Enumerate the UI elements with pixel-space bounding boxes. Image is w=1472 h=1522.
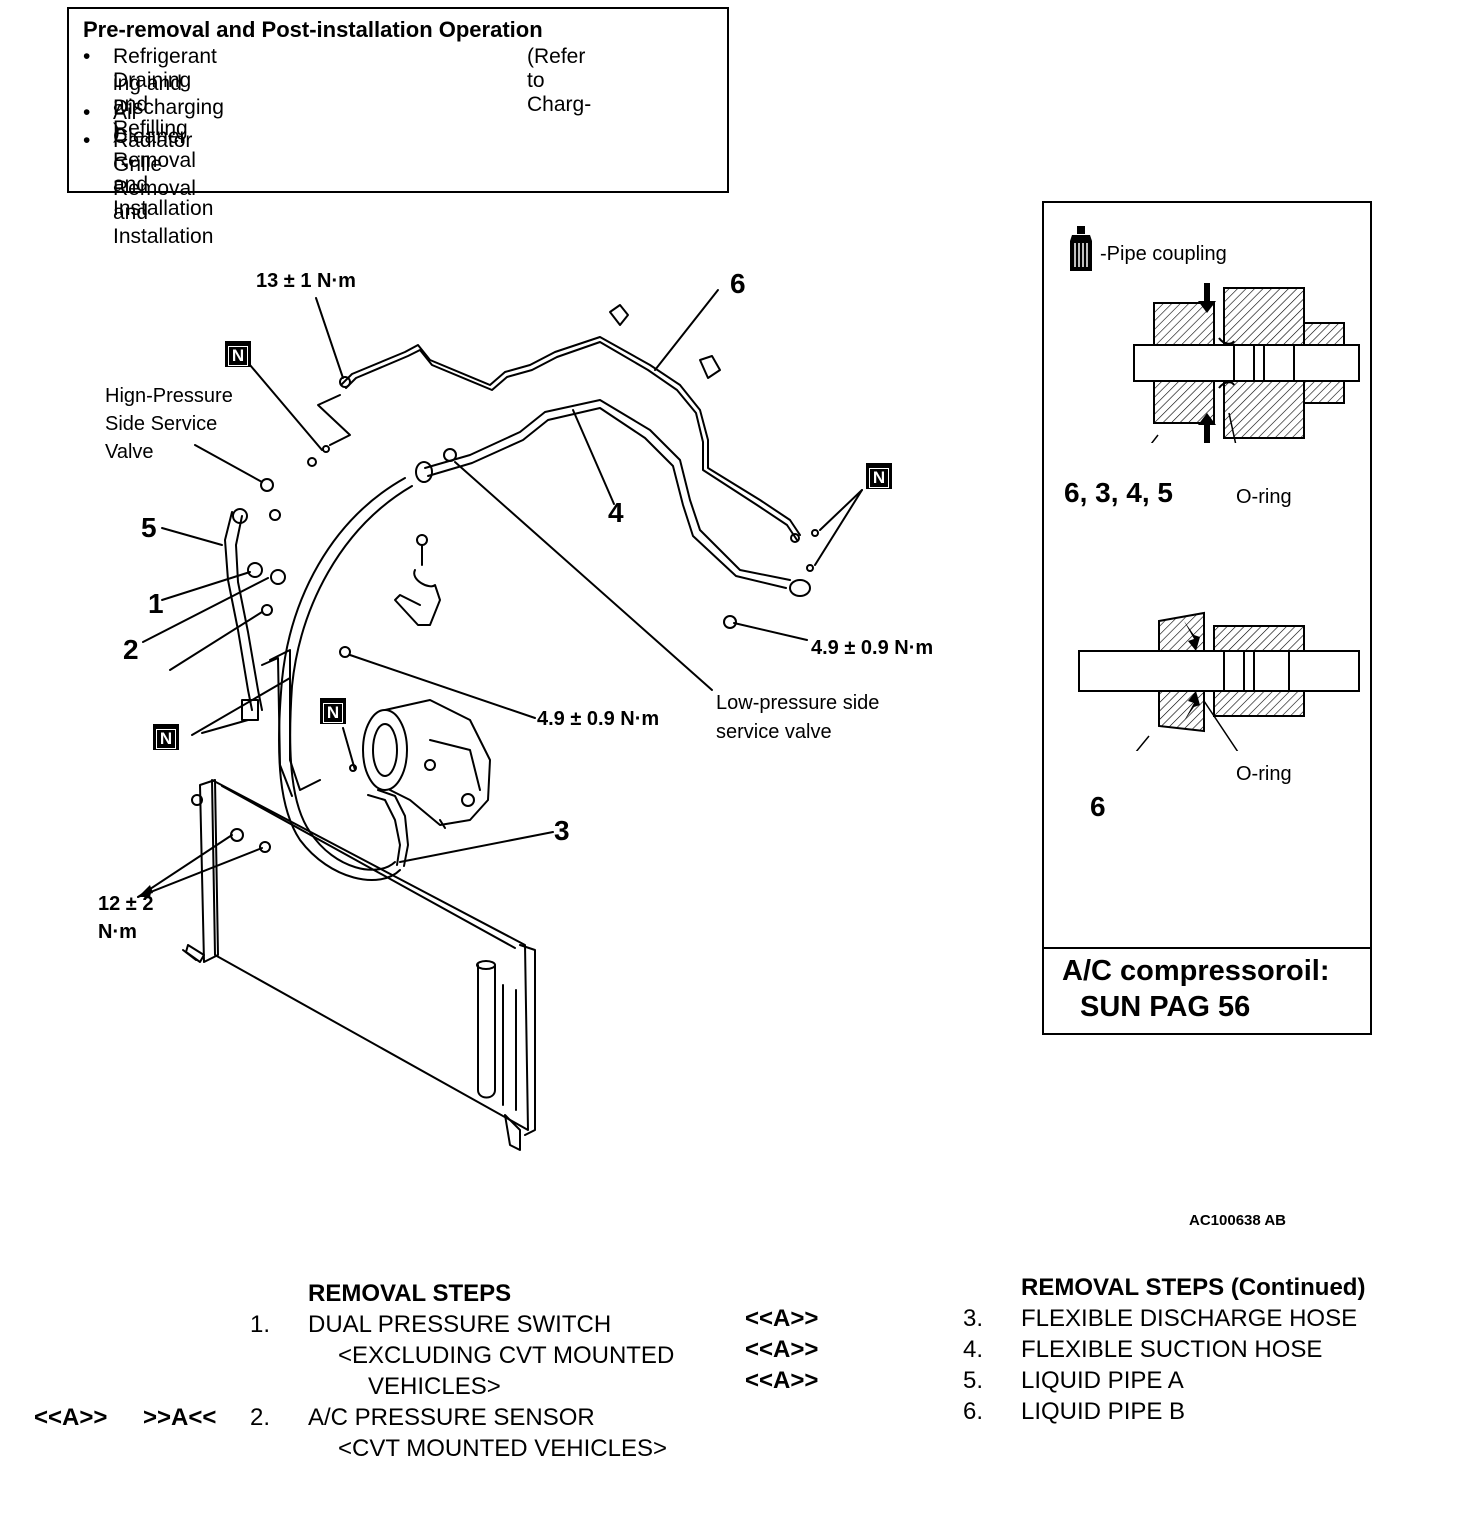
pre-removal-item-text: ing and Discharging )	[113, 72, 224, 143]
step-subtext: VEHICLES>	[368, 1373, 501, 1400]
step-number: 3.	[963, 1305, 984, 1332]
step-tag: <<A>>	[745, 1305, 819, 1332]
torque-label: 13 ± 1 N·m	[256, 270, 356, 292]
pre-removal-item-text: Air Cleaner Removal and Installation	[113, 101, 214, 220]
step-tag: <<A>>	[34, 1404, 108, 1431]
upper-oring-label: O-ring	[1236, 486, 1292, 508]
n-badge-letter: N	[869, 468, 889, 488]
n-badge-icon: N	[153, 724, 179, 750]
liquid-pipe-b	[341, 336, 801, 536]
pre-removal-item-text: Radiator Grille Removal and Installation	[113, 129, 214, 248]
n-badge-letter: N	[323, 703, 343, 723]
pipe-coupling-icon	[1070, 226, 1092, 271]
high-pressure-valve-label: Valve	[105, 441, 154, 463]
torque-label: 4.9 ± 0.9 N·m	[537, 708, 660, 730]
n-badge-letter: N	[156, 729, 176, 749]
n-badge-icon: N	[320, 698, 346, 724]
pre-removal-box: Pre-removal and Post-installation Operat…	[67, 7, 729, 248]
pipe-coupling-label: -Pipe coupling	[1100, 243, 1227, 265]
compressor	[362, 709, 408, 791]
part-number-6: 6	[730, 268, 746, 299]
high-pressure-valve-label: Hign-Pressure	[105, 385, 233, 407]
flexible-suction-hose-inner	[427, 407, 787, 589]
lower-oring-label: O-ring	[1236, 763, 1292, 785]
flexible-discharge-hose	[278, 477, 406, 881]
step-tag: <<A>>	[745, 1367, 819, 1394]
step-subtext: <CVT MOUNTED VEHICLES>	[338, 1435, 667, 1462]
step-tag: <<A>>	[745, 1336, 819, 1363]
upper-coupling-drawing	[1133, 283, 1360, 443]
step-subtext: <EXCLUDING CVT MOUNTED	[338, 1342, 675, 1369]
step-text: DUAL PRESSURE SWITCH	[308, 1311, 612, 1338]
figure-code: AC100638 AB	[1189, 1212, 1286, 1229]
bullet: •	[83, 45, 91, 68]
high-pressure-valve-label: Side Service	[105, 413, 218, 435]
lower-coupling-drawing	[1078, 611, 1360, 751]
n-badge-letter: N	[228, 346, 248, 366]
step-number: 5.	[963, 1367, 984, 1394]
pre-removal-item-text: Refrigerant Draining and Refilling	[113, 45, 217, 140]
upper-part-numbers: 6, 3, 4, 5	[1064, 477, 1173, 508]
removal-steps-header: REMOVAL STEPS	[308, 1280, 512, 1307]
step-number: 2.	[250, 1404, 271, 1431]
part-number-3: 3	[554, 815, 570, 846]
detail-divider	[1044, 947, 1370, 949]
pre-removal-item-ref: (Refer to Charg-	[527, 45, 592, 116]
torque-label: 4.9 ± 0.9 N·m	[811, 637, 934, 659]
step-text: FLEXIBLE SUCTION HOSE	[1021, 1336, 1323, 1363]
receiver-dryer	[477, 964, 496, 1099]
step-tag: >>A<<	[143, 1404, 217, 1431]
part-number-4: 4	[608, 497, 624, 528]
step-text: A/C PRESSURE SENSOR	[308, 1404, 595, 1431]
n-badge-icon: N	[866, 463, 892, 489]
part-number-2: 2	[123, 634, 139, 665]
pre-removal-title: Pre-removal and Post-installation Operat…	[83, 17, 543, 42]
flexible-suction-hose	[424, 399, 791, 581]
step-number: 6.	[963, 1398, 984, 1425]
liquid-pipe-b-inner	[345, 341, 798, 541]
low-pressure-valve-label: service valve	[716, 721, 832, 743]
part-number-1: 1	[148, 588, 164, 619]
step-text: FLEXIBLE DISCHARGE HOSE	[1021, 1305, 1358, 1332]
compressor-oil-type: SUN PAG 56	[1080, 991, 1251, 1023]
step-text: LIQUID PIPE B	[1021, 1398, 1186, 1425]
n-badge-icon: N	[225, 341, 251, 367]
flexible-discharge-hose-inner	[289, 485, 413, 871]
step-number: 1.	[250, 1311, 271, 1338]
condenser	[211, 779, 529, 1131]
bullet: •	[83, 129, 91, 152]
lower-part-number: 6	[1090, 791, 1106, 822]
bullet: •	[83, 101, 91, 124]
removal-steps-continued-header: REMOVAL STEPS (Continued)	[1021, 1274, 1366, 1301]
torque-unit-label: N·m	[98, 921, 137, 943]
compressor-oil-label: A/C compressoroil:	[1062, 955, 1330, 987]
torque-label: 12 ± 2	[98, 893, 154, 915]
liquid-pipe-a	[224, 511, 253, 711]
part-number-5: 5	[141, 512, 157, 543]
step-text: LIQUID PIPE A	[1021, 1367, 1184, 1394]
coupling-detail-box: -Pipe coupling 6, 3, 4, 5 O-ring	[1042, 201, 1372, 1035]
step-number: 4.	[963, 1336, 984, 1363]
low-pressure-valve-label: Low-pressure side	[716, 692, 880, 714]
